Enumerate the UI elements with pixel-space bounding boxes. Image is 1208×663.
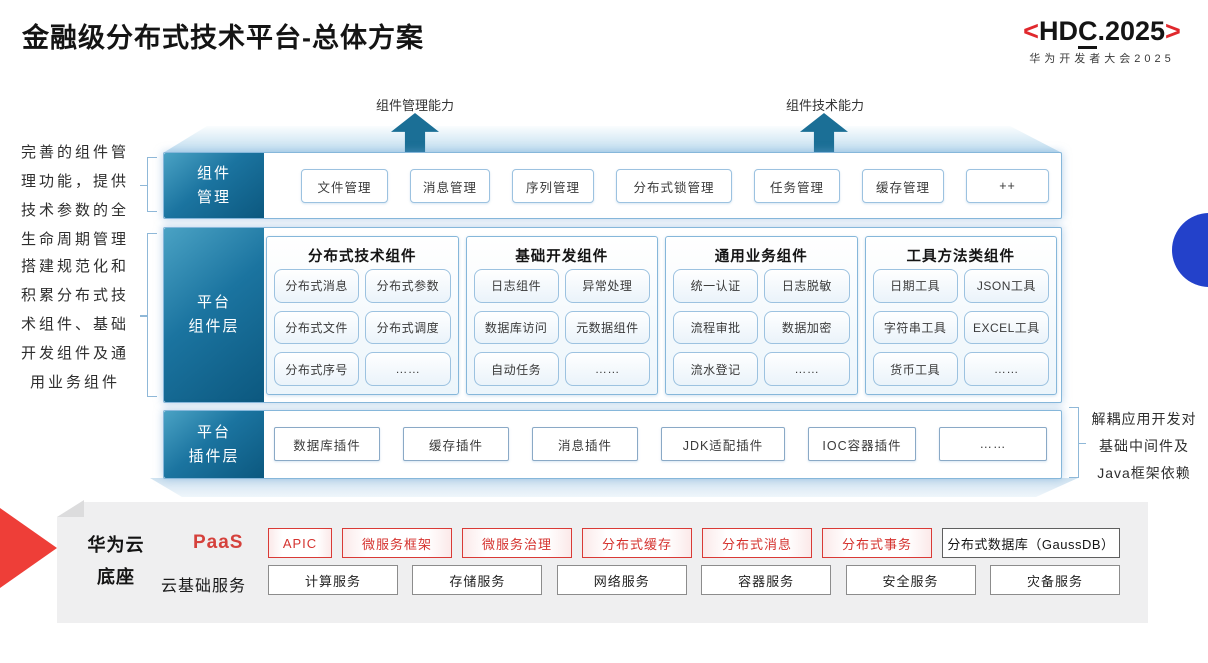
- component-item: 自动任务: [473, 352, 559, 386]
- column-distributed-tech: 分布式技术组件 分布式消息 分布式参数 分布式文件 分布式调度 分布式序号 ……: [266, 236, 459, 395]
- blue-circle-decoration: [1172, 213, 1208, 287]
- component-item: 货币工具: [872, 352, 958, 386]
- note-platform-components: 搭建规范化和积累分布式技术组件、基础开发组件及通用业务组件: [20, 258, 129, 391]
- hdc-logo-subtitle: 华为开发者大会2025: [1029, 53, 1175, 65]
- component-item: 流程审批: [673, 310, 759, 345]
- component-item: 数据库访问: [473, 310, 559, 345]
- paas-item: 分布式消息: [702, 528, 812, 558]
- plugin-items: 数据库插件 缓存插件 消息插件 JDK适配插件 IOC容器插件 ……: [274, 427, 1047, 461]
- component-item: ……: [365, 352, 451, 386]
- column-basic-dev: 基础开发组件 日志组件 异常处理 数据库访问 元数据组件 自动任务 ……: [465, 236, 658, 395]
- panel-fold-decoration: [57, 500, 84, 517]
- column-grid: 统一认证 日志脱敏 流程审批 数据加密 流水登记 ……: [673, 269, 850, 386]
- plugin-item: 缓存插件: [403, 427, 509, 461]
- hdc-logo-text: <HDC.2025>: [1002, 16, 1202, 49]
- logo-c-underlined: C: [1077, 16, 1098, 49]
- bracket-icon: [140, 157, 157, 212]
- manage-item: 缓存管理: [862, 169, 944, 203]
- manage-items: 文件管理 消息管理 序列管理 分布式锁管理 任务管理 缓存管理 ++: [301, 169, 1049, 203]
- iaas-item: 安全服务: [845, 565, 976, 595]
- manage-item: 消息管理: [410, 169, 490, 203]
- iaas-item: 容器服务: [701, 565, 832, 595]
- platform-bottom-face: [150, 478, 1078, 497]
- column-header: 分布式技术组件: [308, 248, 417, 265]
- manage-item: 文件管理: [301, 169, 388, 203]
- paas-item: 分布式缓存: [582, 528, 692, 558]
- red-arrow-icon: [0, 508, 57, 588]
- component-item: 日期工具: [872, 269, 958, 303]
- row-label-platform-plugins: 平台 插件层: [164, 411, 264, 478]
- cloud-basic-services-label: 云基础服务: [161, 578, 247, 595]
- component-item: 统一认证: [673, 269, 759, 303]
- plugin-item: 消息插件: [532, 427, 638, 461]
- column-header: 基础开发组件: [515, 248, 609, 265]
- component-item: 分布式参数: [365, 269, 451, 303]
- manage-item: 任务管理: [754, 169, 840, 203]
- iaas-item: 存储服务: [412, 565, 543, 595]
- manage-capability-label: 组件管理能力: [375, 98, 454, 113]
- manage-item: 序列管理: [512, 169, 594, 203]
- component-item: JSON工具: [963, 269, 1049, 303]
- logo-right-bracket: >: [1165, 16, 1181, 46]
- hdc-logo: <HDC.2025> 华为开发者大会2025: [1002, 16, 1202, 66]
- paas-items: APIC 微服务框架 微服务治理 分布式缓存 分布式消息 分布式事务 分布式数据…: [268, 528, 1120, 558]
- component-item: EXCEL工具: [963, 310, 1049, 345]
- paas-item: 分布式事务: [822, 528, 932, 558]
- iaas-item: 灾备服务: [989, 565, 1120, 595]
- paas-label: PaaS: [193, 532, 244, 553]
- plugin-item: ……: [939, 427, 1047, 461]
- component-item: 数据加密: [764, 310, 850, 345]
- column-common-business: 通用业务组件 统一认证 日志脱敏 流程审批 数据加密 流水登记 ……: [665, 236, 858, 395]
- plugin-item: 数据库插件: [274, 427, 380, 461]
- iaas-items: 计算服务 存储服务 网络服务 容器服务 安全服务 灾备服务: [268, 565, 1120, 595]
- note-decouple: 解耦应用开发对基础中间件及Java框架依赖: [1091, 411, 1197, 481]
- component-item: 异常处理: [564, 269, 650, 303]
- paas-item: APIC: [268, 528, 332, 558]
- plugin-item: JDK适配插件: [661, 427, 785, 461]
- component-item: 分布式序号: [274, 352, 360, 386]
- row-label-component-management: 组件 管理: [164, 153, 264, 218]
- row-platform-plugins: 平台 插件层 数据库插件 缓存插件 消息插件 JDK适配插件 IOC容器插件 ……: [163, 410, 1062, 479]
- component-item: 分布式调度: [365, 310, 451, 345]
- component-item: ……: [564, 352, 650, 386]
- row-component-management: 组件 管理 文件管理 消息管理 序列管理 分布式锁管理 任务管理 缓存管理 ++: [163, 152, 1062, 219]
- huawei-cloud-base-label: 华为云 底座: [87, 535, 145, 587]
- component-item: 字符串工具: [872, 310, 958, 345]
- note-component-management: 完善的组件管理功能，提供技术参数的全生命周期管理: [20, 144, 129, 248]
- bracket-icon: [140, 233, 157, 397]
- paas-item: 微服务治理: [462, 528, 572, 558]
- tech-capability-label: 组件技术能力: [785, 98, 864, 113]
- component-item: 日志脱敏: [764, 269, 850, 303]
- bracket-icon: [1069, 407, 1086, 478]
- logo-hd: HD: [1038, 16, 1078, 46]
- column-grid: 日志组件 异常处理 数据库访问 元数据组件 自动任务 ……: [473, 269, 650, 386]
- component-item: 元数据组件: [564, 310, 650, 345]
- component-item: 分布式文件: [274, 310, 360, 345]
- iaas-item: 计算服务: [268, 565, 398, 595]
- column-grid: 分布式消息 分布式参数 分布式文件 分布式调度 分布式序号 ……: [274, 269, 451, 386]
- column-header: 工具方法类组件: [906, 248, 1015, 265]
- plugin-item: IOC容器插件: [808, 427, 916, 461]
- iaas-item: 网络服务: [556, 565, 687, 595]
- page-title: 金融级分布式技术平台-总体方案: [22, 23, 424, 53]
- component-item: 分布式消息: [274, 269, 360, 303]
- logo-left-bracket: <: [1023, 16, 1039, 46]
- platform-top-face: [163, 126, 1062, 153]
- row-platform-components: 平台 组件层 分布式技术组件 分布式消息 分布式参数 分布式文件 分布式调度 分…: [163, 227, 1062, 403]
- huawei-cloud-base-panel: 华为云 底座 PaaS APIC 微服务框架 微服务治理 分布式缓存 分布式消息…: [57, 502, 1148, 623]
- component-columns: 分布式技术组件 分布式消息 分布式参数 分布式文件 分布式调度 分布式序号 ………: [266, 236, 1057, 395]
- manage-item: ++: [966, 169, 1049, 203]
- column-utility-tools: 工具方法类组件 日期工具 JSON工具 字符串工具 EXCEL工具 货币工具 ……: [864, 236, 1057, 395]
- paas-item: 微服务框架: [342, 528, 452, 558]
- paas-item-gaussdb: 分布式数据库（GaussDB）: [942, 528, 1120, 558]
- manage-item: 分布式锁管理: [616, 169, 732, 203]
- component-item: 流水登记: [673, 352, 759, 386]
- column-header: 通用业务组件: [714, 248, 808, 265]
- column-grid: 日期工具 JSON工具 字符串工具 EXCEL工具 货币工具 ……: [872, 269, 1049, 386]
- row-label-platform-components: 平台 组件层: [164, 228, 264, 402]
- component-item: ……: [764, 352, 850, 386]
- logo-year: .2025: [1097, 16, 1166, 46]
- component-item: 日志组件: [473, 269, 559, 303]
- component-item: ……: [963, 352, 1049, 386]
